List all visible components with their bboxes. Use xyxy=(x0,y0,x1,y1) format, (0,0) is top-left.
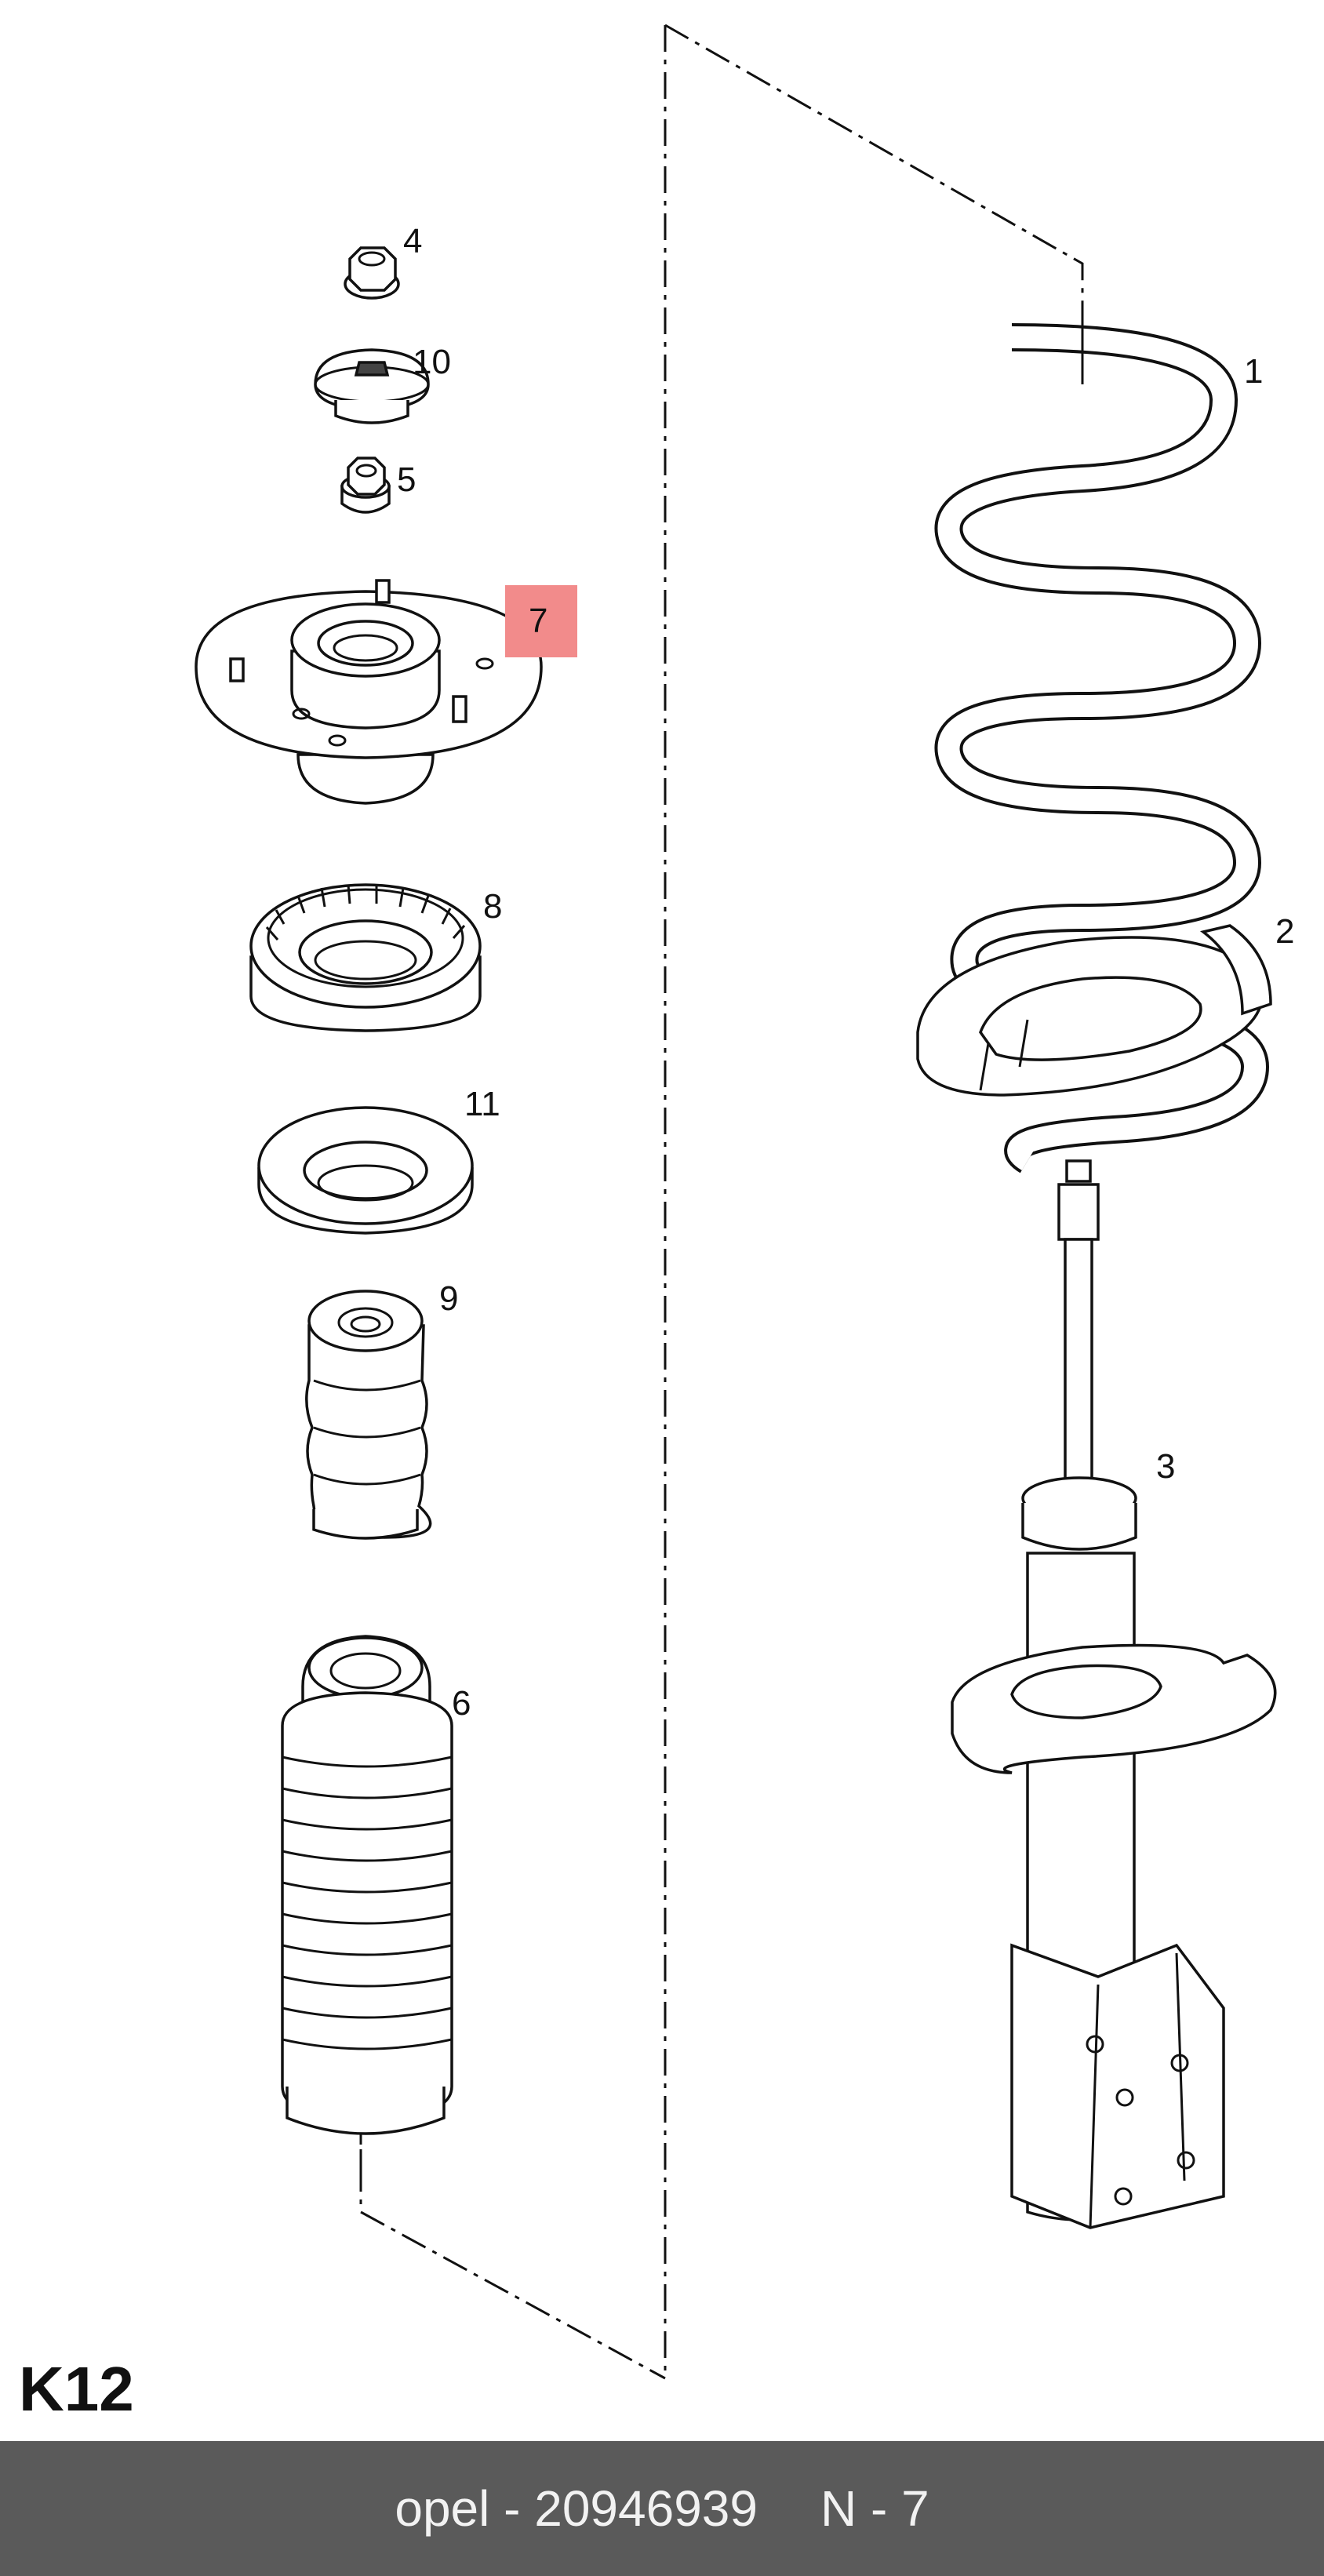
bearing-icon[interactable] xyxy=(249,883,482,1032)
part-label-3: 3 xyxy=(1156,1447,1175,1486)
part-label-8: 8 xyxy=(483,887,502,926)
part-label-10: 10 xyxy=(413,343,451,381)
part-label-7: 7 xyxy=(529,602,547,640)
strut-mount-icon[interactable] xyxy=(195,579,543,805)
washer-icon[interactable] xyxy=(257,1106,474,1235)
part-label-2: 2 xyxy=(1275,912,1294,951)
highlight-box xyxy=(505,585,577,657)
spring-seat-icon[interactable] xyxy=(916,924,1272,1097)
assembly-guide-lines xyxy=(359,24,1084,2380)
exploded-parts-diagram: 4 10 5 7 8 11 9 6 1 2 3 xyxy=(195,24,1294,2380)
dust-boot-icon[interactable] xyxy=(281,1635,453,2181)
part-label-4: 4 xyxy=(403,222,422,260)
part-label-1: 1 xyxy=(1244,352,1263,391)
flange-nut-icon[interactable] xyxy=(344,246,400,300)
bump-stop-icon[interactable] xyxy=(305,1290,432,1540)
page-code: K12 xyxy=(19,2354,134,2424)
part-label-9: 9 xyxy=(439,1279,458,1318)
footer-ref: N - 7 xyxy=(820,2480,929,2537)
shock-absorber-strut-icon[interactable] xyxy=(951,1159,1277,2229)
cap-icon[interactable] xyxy=(314,348,430,424)
nut-icon[interactable] xyxy=(340,457,391,514)
part-label-6: 6 xyxy=(452,1684,471,1723)
footer-brand-part-number: opel - 20946939 xyxy=(395,2480,758,2537)
part-label-5: 5 xyxy=(397,460,416,499)
footer-bar: opel - 20946939 N - 7 xyxy=(0,2441,1324,2576)
part-label-11: 11 xyxy=(464,1085,500,1123)
